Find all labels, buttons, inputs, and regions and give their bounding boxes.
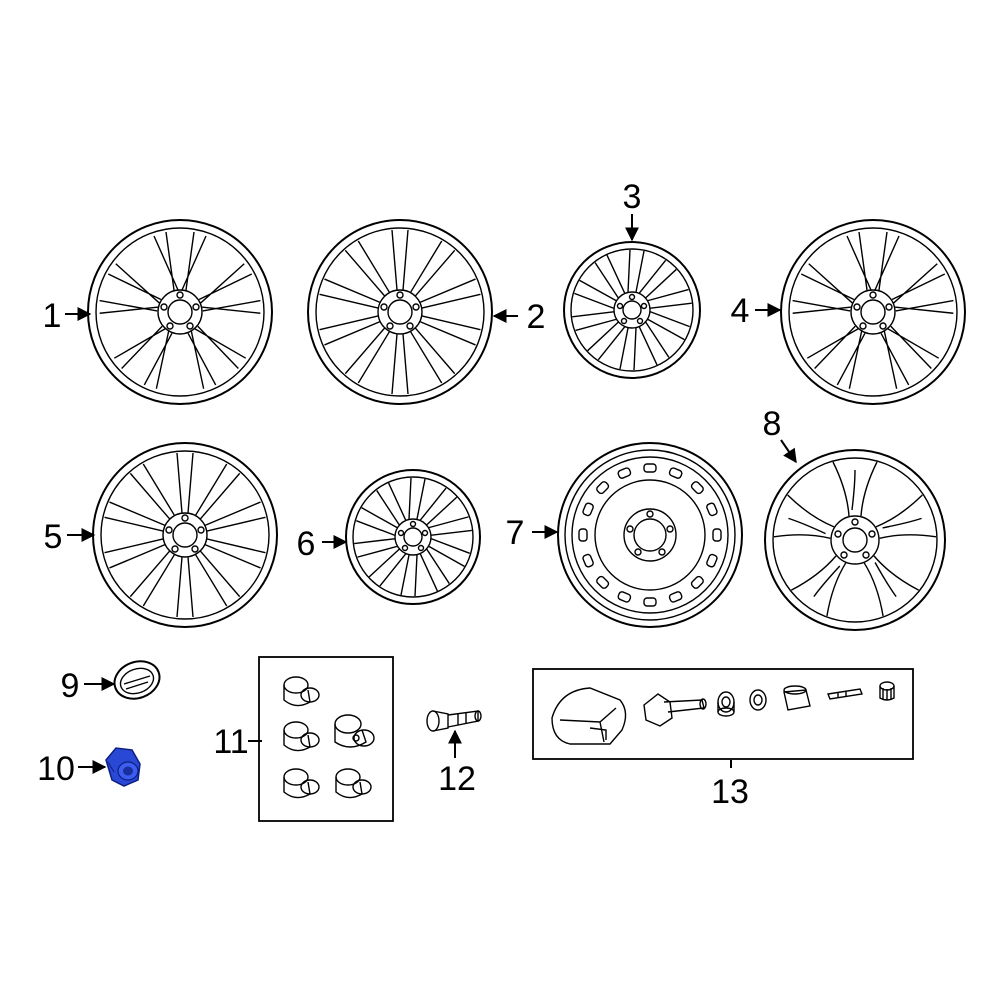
callout-11: 11	[213, 723, 248, 761]
valve-stem[interactable]	[426, 710, 482, 732]
wheel-6[interactable]	[345, 469, 481, 605]
tpms-core	[827, 688, 863, 700]
wheel-4[interactable]	[780, 219, 966, 405]
tpms-grommet	[717, 691, 735, 717]
wheel-8[interactable]	[764, 449, 946, 631]
callout-numbers: 1 2 3 4 5 6 7 8 9 10 11 12 13	[37, 178, 781, 811]
callout-10: 10	[37, 750, 75, 788]
callout-3: 3	[623, 178, 642, 216]
center-cap[interactable]	[109, 655, 165, 705]
tpms-valve	[643, 693, 707, 727]
callout-6: 6	[297, 525, 316, 563]
lug-nut[interactable]	[105, 747, 141, 787]
lock-3	[283, 768, 320, 799]
leader-arrows	[65, 214, 797, 774]
tpms-nut	[783, 685, 811, 711]
lock-1	[283, 676, 320, 707]
lock-4	[335, 768, 372, 799]
lock-2	[283, 721, 320, 752]
callout-7: 7	[506, 514, 525, 552]
tpms-washer	[749, 689, 767, 711]
callout-1: 1	[43, 297, 62, 335]
tpms-sensor	[551, 687, 627, 745]
tpms-sensor-kit[interactable]	[532, 668, 914, 760]
callout-9: 9	[61, 667, 80, 705]
callout-2: 2	[527, 298, 546, 336]
wheel-7[interactable]	[557, 442, 743, 628]
lock-key	[334, 714, 375, 748]
wheel-3[interactable]	[563, 241, 701, 379]
callout-4: 4	[731, 292, 750, 330]
wheel-1[interactable]	[87, 219, 273, 405]
callout-8: 8	[763, 405, 782, 443]
callout-12: 12	[438, 760, 476, 798]
wheel-lock-set[interactable]	[258, 656, 394, 822]
wheel-2[interactable]	[307, 219, 493, 405]
tpms-cap	[879, 681, 895, 701]
callout-5: 5	[44, 518, 63, 556]
wheel-5[interactable]	[92, 442, 278, 628]
callout-13: 13	[711, 773, 749, 811]
